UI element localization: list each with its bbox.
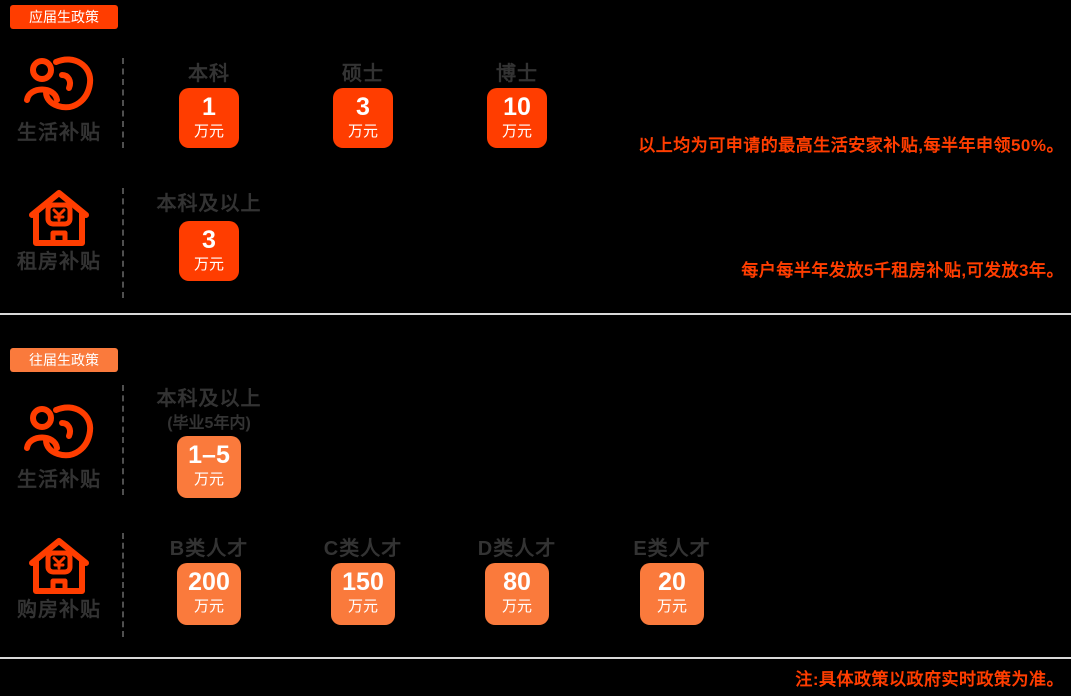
rent-subsidy-note: 每户每半年发放5千租房补贴,可发放3年。 <box>741 261 1064 280</box>
column-header-e-talent: E类人才 <box>633 538 711 560</box>
value-amount: 10 <box>503 93 531 121</box>
value-amount: 3 <box>356 93 370 121</box>
dashed-divider <box>122 188 124 298</box>
value-unit: 万元 <box>193 256 224 273</box>
value-box: 150 万元 <box>331 563 395 625</box>
people-care-icon <box>24 56 94 111</box>
value-unit: 万元 <box>193 123 224 140</box>
value-amount: 20 <box>658 568 686 596</box>
value-unit: 万元 <box>347 598 378 615</box>
value-unit: 万元 <box>193 598 224 615</box>
value-box: 3 万元 <box>179 221 239 281</box>
footer-disclaimer: 注:具体政策以政府实时政策为准。 <box>795 670 1064 689</box>
dashed-divider <box>122 385 124 495</box>
row-label-living-subsidy: 生活补贴 <box>17 469 101 491</box>
column-header-bachelor-plus: 本科及以上 <box>156 388 262 410</box>
column-header-bachelor-plus: 本科及以上 <box>156 193 262 215</box>
value-box: 1–5 万元 <box>177 436 241 498</box>
value-box: 20 万元 <box>640 563 704 625</box>
value-amount: 1 <box>202 93 216 121</box>
column-header-phd: 博士 <box>496 63 538 85</box>
column-header-c-talent: C类人才 <box>323 538 403 560</box>
value-amount: 150 <box>342 568 384 596</box>
row-label-rent-subsidy: 租房补贴 <box>17 251 101 273</box>
dashed-divider <box>122 58 124 148</box>
value-box: 10 万元 <box>487 88 547 148</box>
section-divider <box>0 313 1071 315</box>
section-fresh-grad-badge: 应届生政策 <box>10 5 118 29</box>
people-care-icon <box>24 404 94 459</box>
living-subsidy-note: 以上均为可申请的最高生活安家补贴,每半年申领50%。 <box>638 136 1064 155</box>
column-header-bachelor: 本科 <box>188 63 230 85</box>
value-box: 80 万元 <box>485 563 549 625</box>
footer-divider <box>0 657 1071 659</box>
column-subheader-within-5-years: (毕业5年内) <box>167 415 251 432</box>
row-label-living-subsidy: 生活补贴 <box>17 122 101 144</box>
house-yen-icon <box>29 190 89 246</box>
value-unit: 万元 <box>193 471 224 488</box>
value-amount: 3 <box>202 226 216 254</box>
value-amount: 80 <box>503 568 531 596</box>
value-box: 200 万元 <box>177 563 241 625</box>
house-yen-icon <box>29 538 89 594</box>
value-unit: 万元 <box>501 123 532 140</box>
row-label-home-subsidy: 购房补贴 <box>17 599 101 621</box>
value-amount: 1–5 <box>188 441 230 469</box>
value-box: 3 万元 <box>333 88 393 148</box>
column-header-d-talent: D类人才 <box>477 538 557 560</box>
value-unit: 万元 <box>501 598 532 615</box>
value-unit: 万元 <box>347 123 378 140</box>
value-unit: 万元 <box>656 598 687 615</box>
column-header-master: 硕士 <box>342 63 384 85</box>
dashed-divider <box>122 533 124 637</box>
value-amount: 200 <box>188 568 230 596</box>
column-header-b-talent: B类人才 <box>169 538 249 560</box>
value-box: 1 万元 <box>179 88 239 148</box>
section-prev-grad-badge: 往届生政策 <box>10 348 118 372</box>
